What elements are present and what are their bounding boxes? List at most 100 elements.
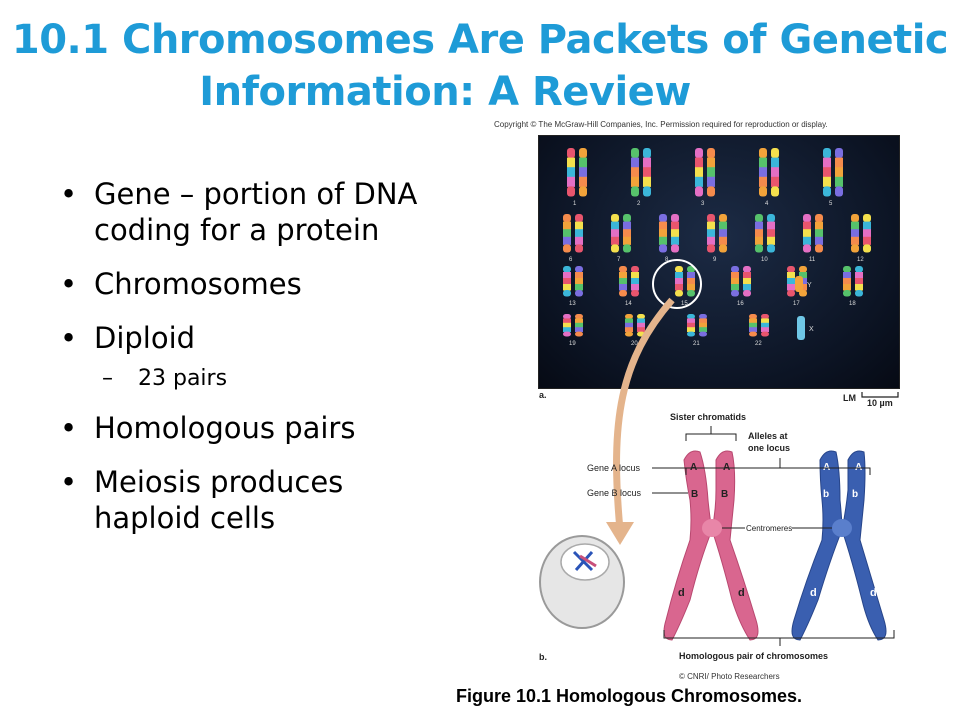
karyotype-band (767, 214, 775, 223)
karyotype-band (835, 167, 843, 178)
karyotype-band (687, 278, 695, 285)
karyotype-band (767, 221, 775, 230)
karyotype-band (575, 278, 583, 285)
karyotype-chromosome (755, 214, 763, 253)
karyotype-band (643, 176, 651, 187)
karyotype-band (851, 221, 859, 230)
karyotype-chromosome (749, 314, 757, 337)
karyotype-band (803, 229, 811, 238)
karyotype-band (625, 327, 633, 333)
photo-credit: © CNRI/ Photo Researchers (679, 672, 780, 681)
karyotype-band (823, 157, 831, 168)
dash-marker: – (102, 366, 113, 391)
karyotype-number: 3 (701, 201, 705, 207)
karyotype-band (687, 266, 695, 273)
karyotype-band (699, 318, 707, 324)
karyotype-band (623, 229, 631, 238)
karyotype-band (755, 229, 763, 238)
karyotype-band (575, 314, 583, 319)
karyotype-band (563, 229, 571, 238)
karyotype-band (843, 284, 851, 291)
karyotype-band (575, 290, 583, 297)
karyotype-band (567, 167, 575, 178)
karyotype-band (643, 157, 651, 168)
karyotype-chromosome (719, 214, 727, 253)
slide-title-line-1: 10.1 Chromosomes Are Packets of Genetic (11, 17, 949, 63)
karyotype-chromosome (855, 266, 863, 297)
karyotype-band (637, 314, 645, 319)
karyotype-band (759, 167, 767, 178)
karyotype-band (625, 322, 633, 328)
karyotype-band (823, 176, 831, 187)
karyotype-band (835, 157, 843, 168)
karyotype-number: 17 (793, 301, 800, 307)
cell-nucleus (560, 543, 610, 581)
allele-blue-d-1: d (810, 587, 817, 599)
karyotype-chromosome (863, 214, 871, 253)
karyotype-number: 4 (765, 201, 769, 207)
karyotype-band (719, 244, 727, 253)
sister-chromatids-bracket (685, 426, 737, 441)
karyotype-band (659, 229, 667, 238)
karyotype-band (671, 229, 679, 238)
karyotype-band (799, 266, 807, 273)
karyotype-band (575, 327, 583, 333)
karyotype-band (623, 221, 631, 230)
karyotype-band (563, 322, 571, 328)
karyotype-band (731, 266, 739, 273)
karyotype-band (695, 157, 703, 168)
karyotype-band (771, 148, 779, 159)
karyotype-band (623, 244, 631, 253)
karyotype-band (675, 290, 683, 297)
karyotype-band (567, 148, 575, 159)
karyotype-band (707, 236, 715, 245)
bullet-diploid: Diploid (58, 320, 438, 356)
karyotype-band (707, 186, 715, 197)
karyotype-band (759, 148, 767, 159)
karyotype-band (687, 314, 695, 319)
centromeres-label: Centromeres (746, 524, 792, 533)
scale-bar (861, 392, 899, 398)
karyotype-band (659, 214, 667, 223)
karyotype-chromosome (707, 214, 715, 253)
karyotype-chromosome (695, 148, 703, 197)
karyotype-band (611, 221, 619, 230)
karyotype-band (749, 314, 757, 319)
karyotype-band (643, 167, 651, 178)
karyotype-band (707, 221, 715, 230)
karyotype-band (815, 244, 823, 253)
karyotype-chromosome (623, 214, 631, 253)
karyotype-band (699, 314, 707, 319)
karyotype-number: 19 (569, 341, 576, 347)
karyotype-band (699, 327, 707, 333)
karyotype-band (803, 244, 811, 253)
karyotype-band (575, 318, 583, 324)
pink-chromosome (663, 450, 759, 641)
cell-outline (539, 535, 625, 629)
karyotype-band (843, 266, 851, 273)
karyotype-band (707, 157, 715, 168)
panel-b-label: b. (539, 652, 547, 662)
karyotype-band (707, 214, 715, 223)
karyotype-band (631, 167, 639, 178)
karyotype-chromosome (731, 266, 739, 297)
karyotype-band (787, 290, 795, 297)
karyotype-number: 18 (849, 301, 856, 307)
karyotype-band (843, 278, 851, 285)
bullet-list: Gene – portion of DNA coding for a prote… (58, 176, 438, 554)
scale-lm-label: LM (843, 393, 856, 403)
slide-title-line-2: Information: A Review (199, 69, 691, 115)
allele-blue-a-2: A (855, 462, 862, 473)
karyotype-band (743, 266, 751, 273)
karyotype-band (563, 214, 571, 223)
karyotype-band (631, 186, 639, 197)
karyotype-band (759, 186, 767, 197)
karyotype-band (855, 284, 863, 291)
subbullet-text: 23 pairs (138, 366, 228, 391)
karyotype-band (803, 221, 811, 230)
karyotype-band (575, 284, 583, 291)
karyotype-band (707, 244, 715, 253)
highlight-circle (652, 259, 702, 309)
karyotype-band (575, 221, 583, 230)
karyotype-band (619, 284, 627, 291)
